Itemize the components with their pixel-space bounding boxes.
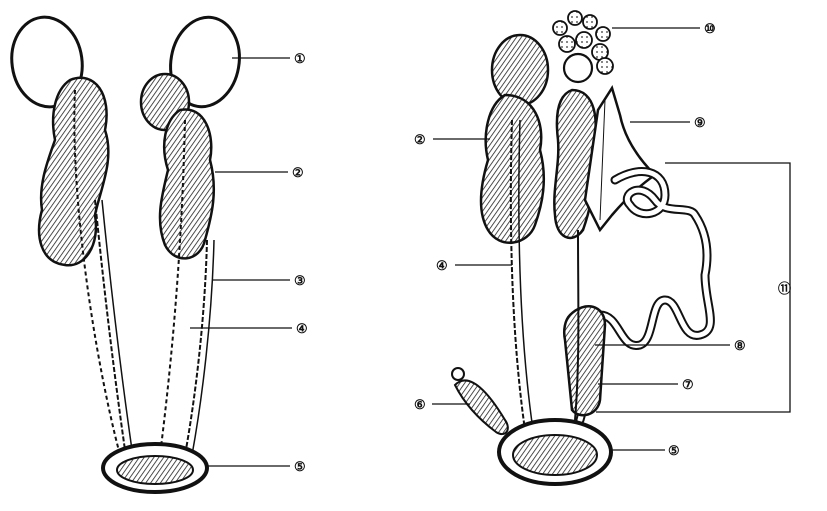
accessory-gland-tip xyxy=(452,368,464,380)
left-duct-4 xyxy=(185,240,207,455)
left-epididymis-b xyxy=(160,109,214,258)
label-r7: ⑦ xyxy=(682,378,694,393)
label-r10: ⑩ xyxy=(704,22,716,37)
label-l1: ① xyxy=(294,52,306,67)
label-r8: ⑧ xyxy=(734,339,746,354)
label-l3: ③ xyxy=(294,274,306,289)
infundibulum xyxy=(585,88,655,230)
label-l2: ② xyxy=(292,166,304,181)
label-r4: ④ xyxy=(436,259,448,274)
right-epididymis xyxy=(481,95,544,243)
label-r6: ⑥ xyxy=(414,398,426,413)
label-l4: ④ xyxy=(296,322,308,337)
left-panel: ① ② ③ ④ ⑤ xyxy=(6,12,308,492)
label-r5: ⑤ xyxy=(668,444,680,459)
right-panel: ⑩ ⑨ ② ④ ⑪ ⑧ ⑦ ⑥ ⑤ xyxy=(414,11,791,484)
label-r9: ⑨ xyxy=(694,116,706,131)
label-r11: ⑪ xyxy=(778,281,791,297)
right-cloaca-inner xyxy=(513,435,597,475)
label-l5: ⑤ xyxy=(294,460,306,475)
left-urethra-inner xyxy=(117,456,193,484)
left-duct-1b xyxy=(102,200,132,450)
ovary-cluster xyxy=(553,11,613,82)
label-r2: ② xyxy=(414,133,426,148)
accessory-gland xyxy=(455,380,508,434)
left-duct-4b xyxy=(192,240,214,455)
right-testis xyxy=(492,35,548,105)
uterus xyxy=(564,306,605,415)
